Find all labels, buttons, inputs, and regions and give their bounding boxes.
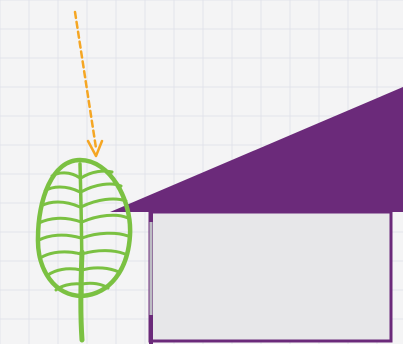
gray-box [150, 212, 391, 341]
purple-wedge [110, 87, 403, 212]
dashed-arrow-icon [75, 12, 102, 156]
